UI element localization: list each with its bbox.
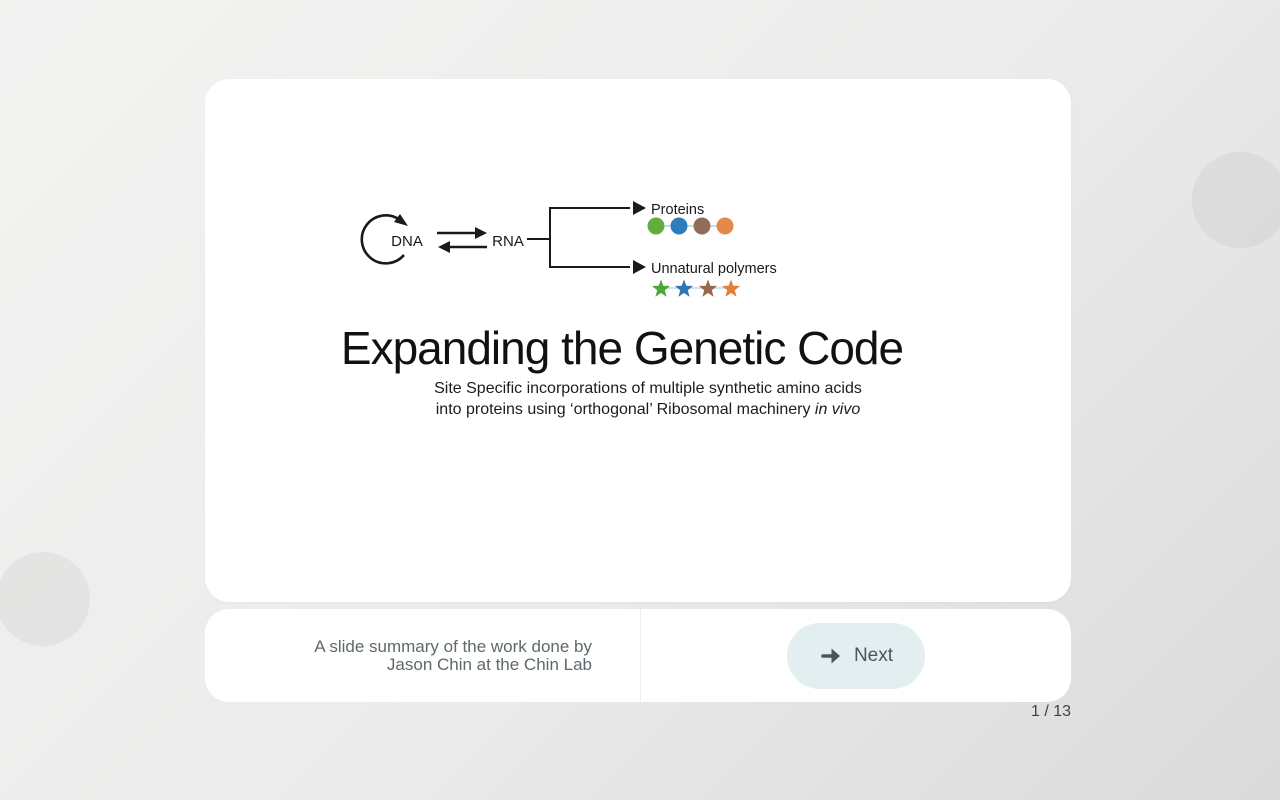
- footer-divider: [640, 609, 641, 702]
- unnatural-polymers-label: Unnatural polymers: [651, 261, 777, 277]
- bead-green: [647, 217, 665, 235]
- bead-blue: [670, 217, 688, 235]
- rna-label: RNA: [492, 233, 524, 250]
- bead-brown: [693, 217, 711, 235]
- transcription-arrows-icon: [437, 227, 487, 253]
- subtitle-line-2: into proteins using ‘orthogonal’ Ribosom…: [435, 401, 861, 418]
- footer-bar: A slide summary of the work done by Jaso…: [205, 609, 1071, 702]
- star-brown: [698, 279, 718, 297]
- decorative-circle-top-right: [1192, 152, 1280, 248]
- slide-card: DNA RNA Proteins Unnatural polymers: [205, 79, 1071, 602]
- next-button-label: Next: [853, 644, 894, 666]
- credit-text: A slide summary of the work done by Jaso…: [205, 609, 640, 702]
- credit-line-1: A slide summary of the work done by: [314, 636, 592, 656]
- star-orange: [721, 279, 741, 297]
- slide-subtitle: Site Specific incorporations of multiple…: [225, 378, 1071, 420]
- slide-title: Expanding the Genetic Code: [340, 322, 904, 374]
- star-blue: [674, 279, 694, 297]
- subtitle-italic: in vivo: [814, 401, 861, 418]
- bead-orange: [716, 217, 734, 235]
- protein-beads: [647, 217, 734, 235]
- arrow-forward-icon: [821, 648, 840, 663]
- subtitle-line-1: Site Specific incorporations of multiple…: [434, 380, 862, 397]
- proteins-label: Proteins: [651, 202, 704, 218]
- credit-line-2: Jason Chin at the Chin Lab: [386, 654, 592, 674]
- page-indicator: 1 / 13: [1030, 703, 1071, 720]
- polymer-stars: [651, 279, 741, 297]
- branch-bracket: [527, 201, 646, 274]
- footer-right-section: Next: [641, 609, 1071, 702]
- dna-label: DNA: [391, 233, 423, 250]
- central-dogma-diagram: DNA RNA Proteins Unnatural polymers: [360, 201, 777, 297]
- star-green: [651, 279, 671, 297]
- next-button[interactable]: Next: [787, 622, 925, 689]
- dna-loop-icon: [360, 214, 408, 265]
- decorative-circle-bottom-left: [0, 552, 90, 646]
